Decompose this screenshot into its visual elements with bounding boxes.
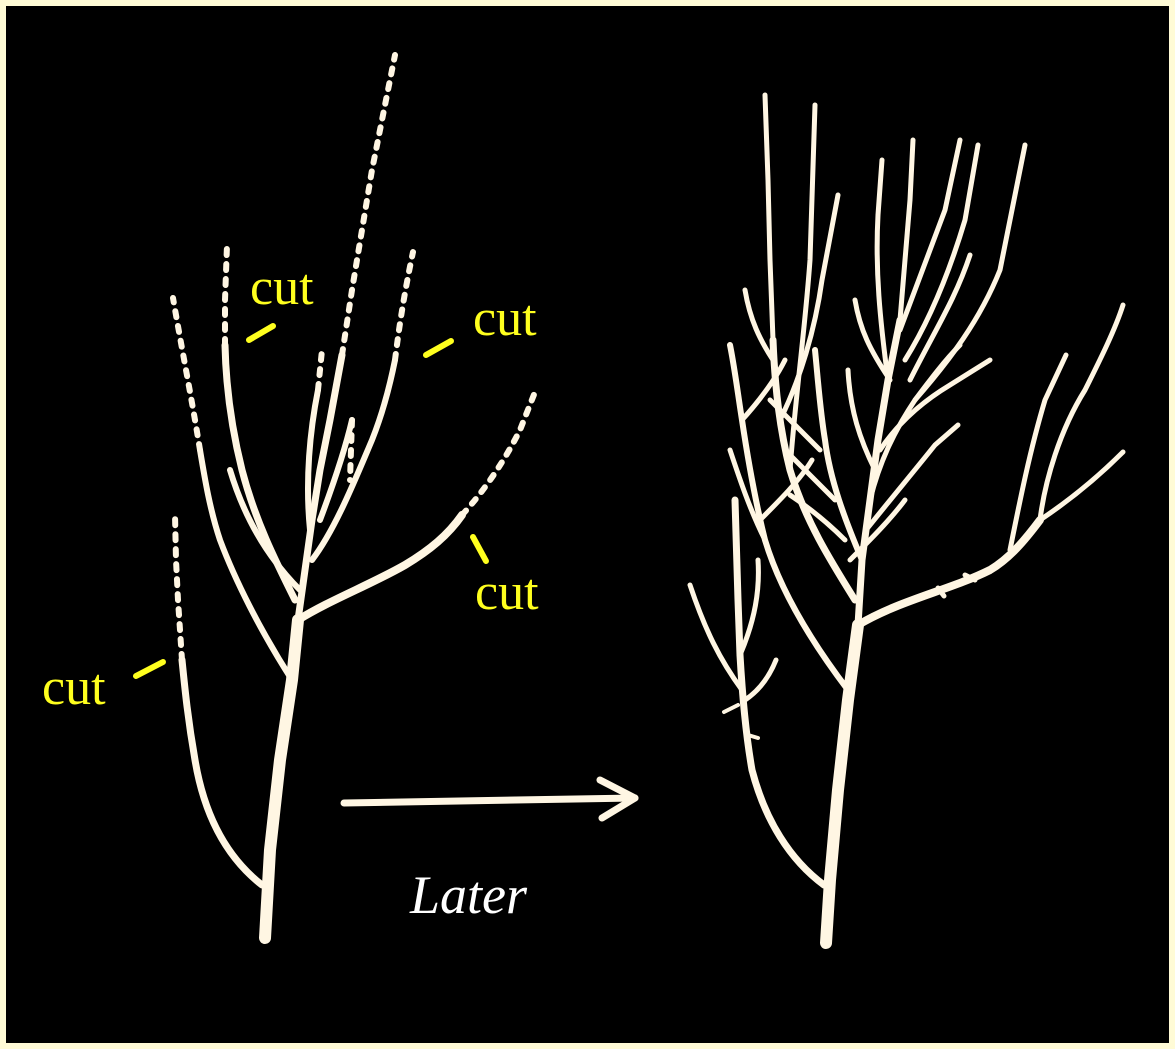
shoot-ll2 [790,105,815,470]
cut-portion-left-leader [225,245,227,345]
pruning-diagram [6,6,1169,1043]
lower-left-limb-after [735,500,824,885]
cut-label-lower-left: cut [42,662,106,714]
diagram-canvas: cut cut cut cut Later [6,6,1169,1043]
shoot-l1 [690,585,742,690]
cut-label-top-left: cut [250,262,314,314]
arrow-icon [344,780,635,818]
cut-label-top-right: cut [473,293,537,345]
cut-portion-far-left [173,298,200,450]
cut-portion-lower-left [175,515,182,660]
cut-portion-mid-a [318,350,322,390]
trunk-after [826,625,858,943]
cut-portion-mid-c [395,252,413,360]
shoot-c4 [905,145,978,360]
left-leader [225,345,295,600]
shoot-c2 [877,160,888,380]
right-limb [298,515,462,620]
shoot-ll1 [765,95,773,340]
caption-later: Later [410,868,527,922]
lower-left-limb [182,660,262,885]
cut-marker-3 [473,537,486,561]
cut-portion-right [462,392,535,515]
tree-after-regrowth [690,95,1123,943]
mid-after-a [815,350,862,560]
mid-after-i [850,500,905,560]
tree-before-pruning [136,55,535,938]
cut-marker-4 [136,662,163,676]
mid-after-c [848,370,875,470]
shoot-c1 [900,140,913,320]
shoot-ll4 [745,290,773,360]
cut-portion-leader [342,55,395,355]
cut-marker-1 [249,326,273,340]
shoot-l2 [745,660,776,700]
left-leader-after [773,340,855,600]
cut-label-right-limb: cut [475,567,539,619]
cut-marker-2 [426,341,451,355]
